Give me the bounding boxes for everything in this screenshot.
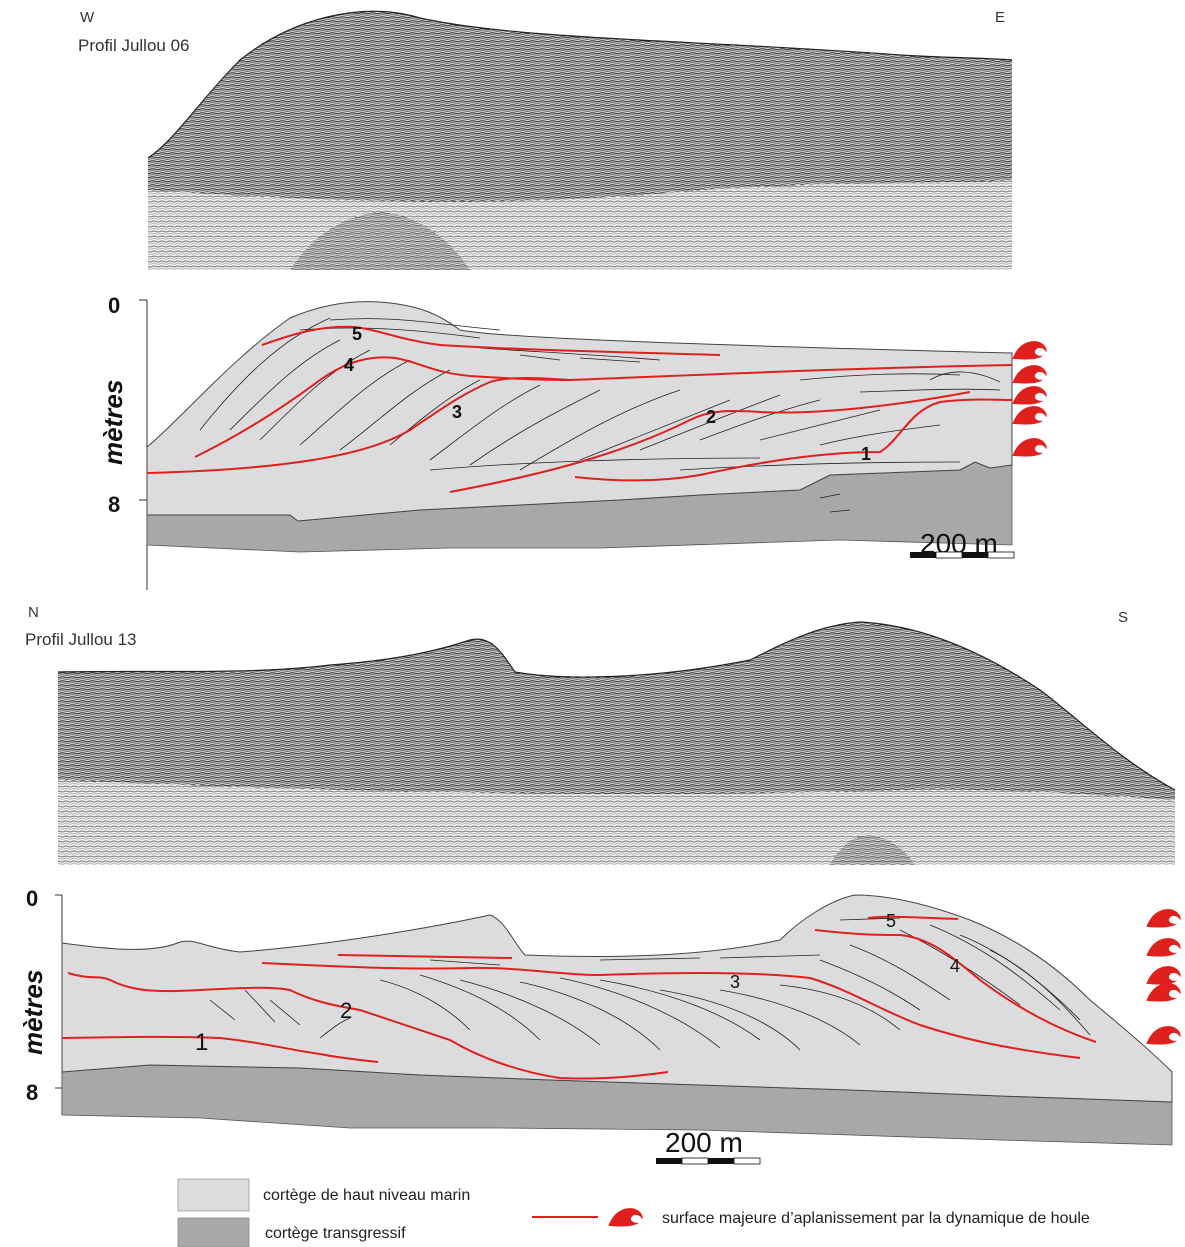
- wave-icon: [1146, 966, 1181, 985]
- unit-number-1: 1: [861, 444, 871, 464]
- wave-icon: [1146, 938, 1181, 957]
- unit-number-3: 3: [452, 402, 462, 422]
- depth-top-label-2: 0: [26, 886, 38, 911]
- unit-number-4: 4: [950, 956, 960, 976]
- legend-swatch-transgressive: [177, 1217, 250, 1247]
- planation-surfaces-2: [61, 915, 1097, 1080]
- wave-icon: [1012, 341, 1047, 360]
- profile-1-title: Profil Jullou 06: [78, 36, 190, 55]
- unit-number-1: 1: [195, 1029, 208, 1056]
- depth-bottom-label-2: 8: [26, 1080, 38, 1105]
- legend-label-transgressive: cortège transgressif: [265, 1225, 406, 1242]
- unit-number-3: 3: [730, 972, 740, 992]
- scale-bar-2: 200 m: [656, 1127, 761, 1165]
- scale-bar-2-label: 200 m: [665, 1127, 743, 1158]
- seismic-image-profile-1: [147, 10, 1013, 271]
- wave-icon: [1012, 386, 1047, 405]
- legend-label-surface: surface majeure d’aplanissement par la d…: [662, 1210, 1090, 1227]
- legend: cortège de haut niveau marin cortège tra…: [177, 1178, 1090, 1247]
- scale-bar-1: 200 m: [910, 528, 1015, 559]
- unit-number-2: 2: [340, 998, 352, 1023]
- unit-number-5: 5: [352, 324, 362, 344]
- direction-west-label: W: [80, 9, 95, 26]
- unit-number-2: 2: [706, 407, 716, 427]
- legend-label-high-stand: cortège de haut niveau marin: [263, 1187, 470, 1204]
- direction-north-label: N: [28, 604, 39, 621]
- wave-icon: [1012, 365, 1047, 384]
- direction-south-label: S: [1118, 609, 1128, 626]
- depth-axis-title-1: mètres: [98, 380, 128, 465]
- wave-icon: [1146, 983, 1181, 1002]
- interpretation-profile-1: 5 4 3 2 1: [139, 299, 1047, 590]
- wave-icon: [1146, 909, 1181, 928]
- planation-surfaces-1: [146, 325, 1013, 493]
- wave-icon: [1146, 1026, 1181, 1045]
- depth-top-label-1: 0: [108, 293, 120, 318]
- unit-number-4: 4: [344, 355, 354, 375]
- profile-2-title: Profil Jullou 13: [25, 630, 137, 649]
- wave-icon: [1012, 438, 1047, 457]
- unit-number-5: 5: [886, 911, 896, 931]
- direction-east-label: E: [995, 9, 1005, 26]
- legend-swatch-high-stand: [177, 1178, 250, 1212]
- depth-axis-title-2: mètres: [18, 970, 48, 1055]
- interpretation-profile-2: 5 4 3 2 1: [55, 894, 1181, 1146]
- clinoform-lines-2: [209, 917, 1091, 1051]
- wave-icon: [608, 1208, 643, 1227]
- clinoform-lines-1: [199, 317, 1001, 513]
- wave-icon: [1012, 406, 1047, 425]
- high-stand-unit-2: [61, 894, 1173, 1103]
- depth-bottom-label-1: 8: [108, 492, 120, 517]
- seismic-image-profile-2: [57, 621, 1176, 865]
- high-stand-unit-1: [146, 301, 1013, 522]
